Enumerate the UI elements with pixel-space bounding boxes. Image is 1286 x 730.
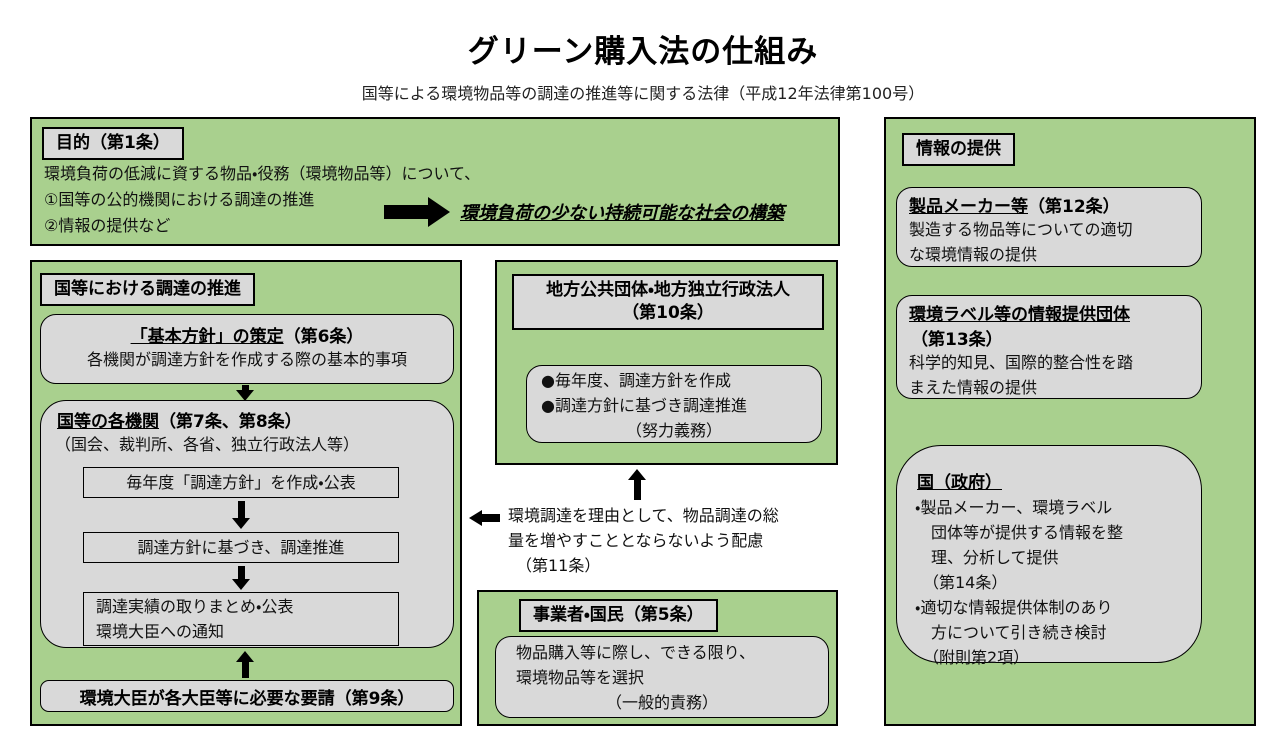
purpose-line3: ②情報の提供など (44, 216, 171, 235)
agencies-title-rest: （第7条、第8条） (159, 412, 302, 432)
basic-policy-body: 各機関が調達方針を作成する際の基本的事項 (86, 350, 407, 369)
right-arrow-icon (384, 197, 450, 227)
procurement-panel: 国等における調達の推進 「基本方針」の策定（第6条） 各機関が調達方針を作成する… (30, 260, 462, 726)
minister-request-text: 環境大臣が各大臣等に必要な要請（第9条） (79, 689, 415, 709)
step-3-line2: 環境大臣への通知 (96, 622, 225, 641)
business-line1: 物品購入等に際し、できる限り、 (516, 643, 756, 662)
consideration-line3: （第11条） (516, 556, 601, 575)
business-line2: 環境物品等を選択 (516, 668, 645, 687)
government-b1l2: 団体等が提供する情報を整 (915, 523, 1124, 542)
government-title: 国（政府） (917, 473, 1002, 493)
eco-label-body2: まえた情報の提供 (909, 378, 1038, 397)
step-3-line1: 調達実績の取りまとめ・公表 (96, 597, 294, 616)
info-header: 情報の提供 (902, 133, 1015, 166)
local-gov-bullet2: ●調達方針に基づき調達推進 (541, 396, 747, 415)
government-b2l1: ・適切な情報提供体制のあり (915, 598, 1113, 617)
agencies-title: 国等の各機関（第7条、第8条） (57, 407, 453, 432)
consideration-line2: 量を増やすこととならないよう配慮 (508, 531, 764, 550)
purpose-goal: 環境負荷の少ない持続可能な社会の構築 (460, 203, 784, 224)
basic-policy-box: 「基本方針」の策定（第6条） 各機関が調達方針を作成する際の基本的事項 (40, 314, 454, 384)
business-panel: 事業者・国民（第5条） 物品購入等に際し、できる限り、 環境物品等を選択 （一般… (477, 590, 838, 726)
down-arrow-icon (236, 385, 254, 401)
business-header: 事業者・国民（第5条） (519, 599, 718, 632)
procurement-header: 国等における調達の推進 (40, 273, 255, 306)
page-subtitle: 国等による環境物品等の調達の推進等に関する法律（平成12年法律第100号） (361, 84, 925, 103)
agencies-title-underline: 国等の各機関 (57, 412, 159, 432)
basic-policy-title-underline: 「基本方針」の策定 (130, 327, 284, 347)
maker-title-rest: （第12条） (1028, 197, 1120, 217)
maker-box: 製品メーカー等（第12条） 製造する物品等についての適切 な環境情報の提供 (896, 187, 1202, 267)
consideration-note: 環境調達を理由として、物品調達の総 量を増やすこととならないよう配慮 （第11条… (508, 503, 848, 578)
government-b1l4: （第14条） (915, 573, 1008, 592)
eco-label-title-underline: 環境ラベル等の情報提供団体 (909, 305, 1130, 325)
local-gov-header-line1: 地方公共団体・地方独立行政法人 (546, 280, 790, 300)
business-line3: （一般的責務） (605, 693, 718, 712)
basic-policy-title-rest: （第6条） (283, 327, 364, 347)
purpose-header: 目的（第1条） (42, 127, 184, 160)
purpose-panel: 目的（第1条） 環境負荷の低減に資する物品・役務（環境物品等）について、 ①国等… (30, 117, 840, 246)
maker-title: 製品メーカー等（第12条） (909, 192, 1201, 217)
step-box-2: 調達方針に基づき、調達推進 (83, 532, 399, 563)
down-arrow-icon (232, 501, 250, 529)
purpose-line2: ①国等の公的機関における調達の推進 (44, 190, 315, 209)
up-arrow-icon (236, 651, 254, 678)
business-duty-box: 物品購入等に際し、できる限り、 環境物品等を選択 （一般的責務） (495, 636, 829, 718)
local-gov-note: （努力義務） (625, 421, 722, 440)
maker-body1: 製造する物品等についての適切 (909, 220, 1133, 239)
agencies-subtitle: （国会、裁判所、各省、独立行政法人等） (55, 435, 360, 454)
local-gov-duty-box: ●毎年度、調達方針を作成 ●調達方針に基づき調達推進 （努力義務） (526, 365, 822, 443)
step-2-text: 調達方針に基づき、調達推進 (137, 538, 345, 557)
down-arrow-icon (232, 566, 250, 590)
government-b1l1: ・製品メーカー、環境ラベル (915, 498, 1113, 517)
maker-title-underline: 製品メーカー等 (909, 197, 1028, 217)
step-box-1: 毎年度「調達方針」を作成・公表 (83, 467, 399, 498)
up-arrow-icon (628, 469, 646, 500)
maker-body2: な環境情報の提供 (909, 245, 1038, 264)
consideration-line1: 環境調達を理由として、物品調達の総 (508, 506, 779, 525)
agencies-box: 国等の各機関（第7条、第8条） （国会、裁判所、各省、独立行政法人等） 毎年度「… (40, 400, 454, 648)
government-b2l2: 方について引き続き検討 (915, 623, 1107, 642)
government-box: 国（政府） ・製品メーカー、環境ラベル 団体等が提供する情報を整 理、分析して提… (896, 445, 1202, 667)
local-gov-bullet1: ●毎年度、調達方針を作成 (541, 371, 731, 390)
local-gov-panel: 地方公共団体・地方独立行政法人 （第10条） ●毎年度、調達方針を作成 ●調達方… (495, 260, 838, 465)
government-b2l3: （附則第2項） (915, 648, 1030, 667)
minister-request-box: 環境大臣が各大臣等に必要な要請（第9条） (40, 680, 454, 712)
purpose-line1: 環境負荷の低減に資する物品・役務（環境物品等）について、 (44, 164, 481, 183)
eco-label-title-rest: （第13条） (911, 330, 1003, 350)
local-gov-header-line2: （第10条） (622, 302, 714, 323)
basic-policy-title: 「基本方針」の策定（第6条） (41, 322, 453, 347)
step-box-3: 調達実績の取りまとめ・公表 環境大臣への通知 (83, 592, 399, 646)
local-gov-header: 地方公共団体・地方独立行政法人 （第10条） (512, 274, 824, 330)
eco-label-box: 環境ラベル等の情報提供団体 （第13条） 科学的知見、国際的整合性を踏 まえた情… (896, 295, 1202, 399)
eco-label-body1: 科学的知見、国際的整合性を踏 (909, 353, 1134, 372)
government-b1l3: 理、分析して提供 (915, 548, 1059, 567)
left-arrow-icon (469, 510, 500, 526)
page-title: グリーン購入法の仕組み (467, 34, 819, 70)
info-panel: 情報の提供 製品メーカー等（第12条） 製造する物品等についての適切 な環境情報… (884, 117, 1256, 726)
step-1-text: 毎年度「調達方針」を作成・公表 (126, 473, 356, 492)
